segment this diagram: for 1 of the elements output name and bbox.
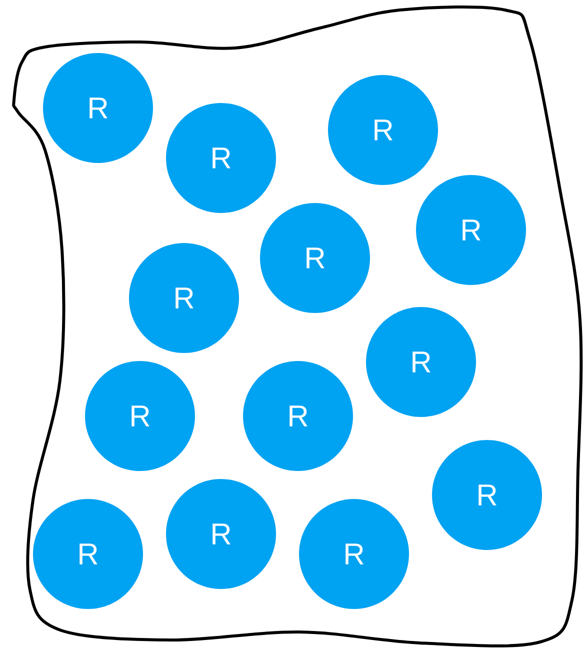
blob-outline — [12, 5, 583, 648]
